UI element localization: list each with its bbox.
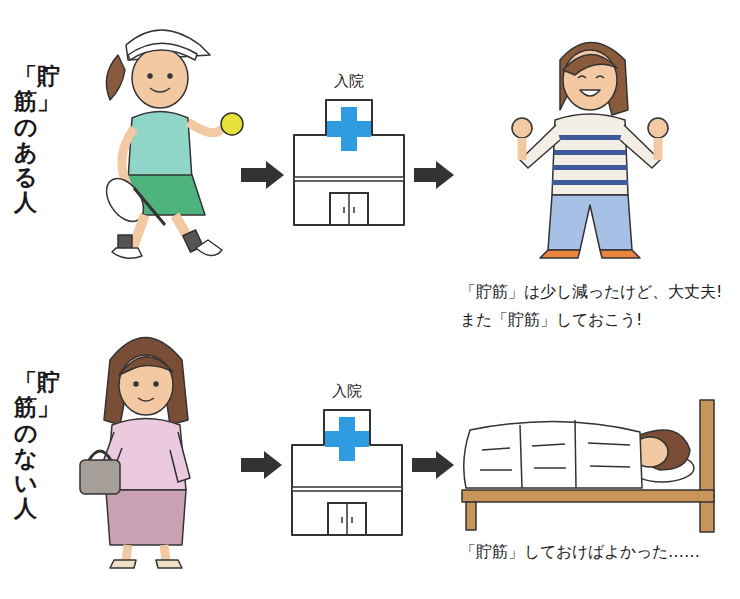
speech-caption: 「貯筋」しておけばよかった…… — [460, 538, 733, 566]
flow-arrow — [412, 451, 454, 479]
hospital-box: 入院 — [290, 72, 408, 230]
bed — [462, 400, 714, 532]
weak-woman — [80, 338, 190, 569]
flow-arrow — [241, 451, 282, 479]
person-group: 「貯筋」のある人 — [8, 30, 235, 270]
speech-caption: 「貯筋」は少し減ったけど、大丈夫! また「貯筋」しておこう! — [460, 278, 733, 334]
person-group: 「貯筋」のない人 — [8, 330, 235, 575]
result-group: 「貯筋」しておけばよかった…… — [460, 390, 735, 580]
hospital-label: 入院 — [288, 382, 406, 401]
row-heading: 「貯筋」のある人 — [14, 64, 37, 216]
strong-woman — [512, 43, 668, 259]
flow-arrow — [414, 161, 454, 189]
tennis-woman — [99, 30, 243, 258]
hospital-label: 入院 — [290, 72, 408, 91]
flow-arrow — [241, 161, 284, 189]
row-heading: 「貯筋」のない人 — [14, 370, 37, 522]
hospital-box: 入院 — [288, 382, 406, 540]
result-group: 「貯筋」は少し減ったけど、大丈夫! また「貯筋」しておこう! — [460, 20, 735, 340]
